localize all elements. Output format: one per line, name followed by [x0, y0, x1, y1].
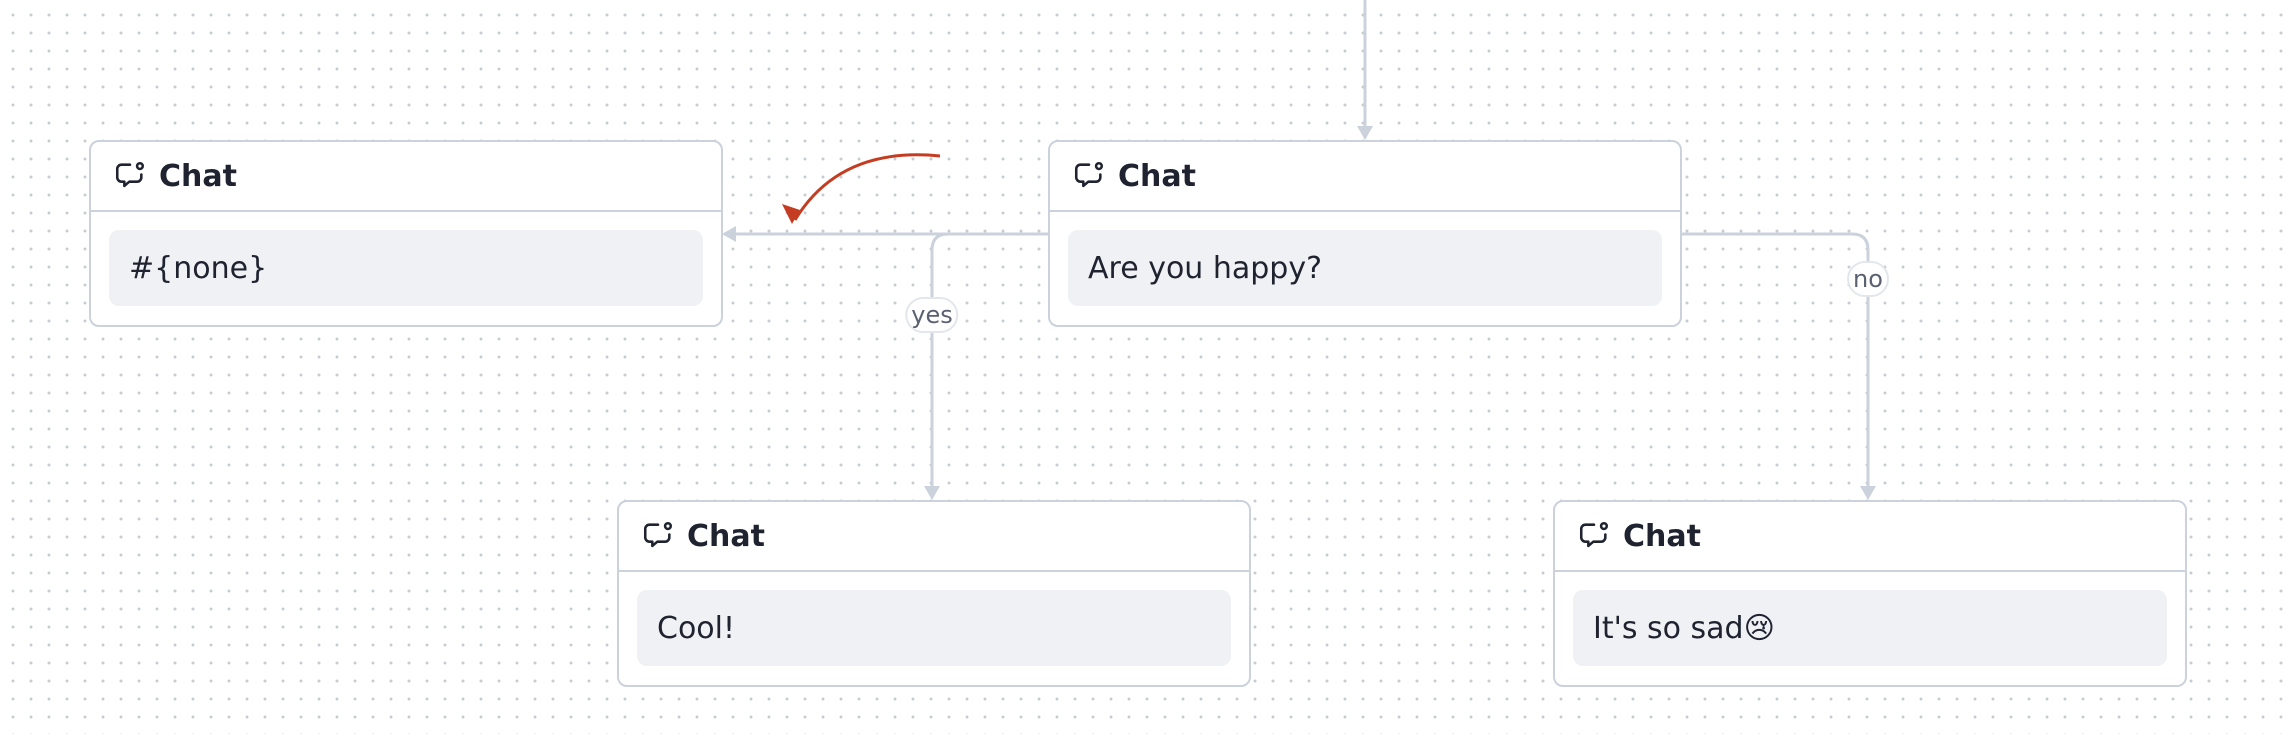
node-message[interactable]: Cool! — [637, 590, 1231, 666]
edge-fallback-arrowhead — [722, 226, 736, 242]
chat-node-yes[interactable]: Chat Cool! — [617, 500, 1251, 687]
chat-bubble-icon — [643, 521, 673, 548]
edge-label-yes[interactable]: yes — [905, 297, 959, 333]
chat-node-fallback[interactable]: Chat #{none} — [89, 140, 723, 327]
edge-yes-arrowhead — [924, 486, 940, 500]
node-title: Chat — [1118, 158, 1196, 194]
chat-node-no[interactable]: Chat It's so sad😢 — [1553, 500, 2187, 687]
node-header: Chat — [91, 142, 721, 212]
node-message[interactable]: #{none} — [109, 230, 703, 306]
edge-no-arrowhead — [1860, 486, 1876, 500]
annotation-arrow — [793, 153, 941, 221]
chat-bubble-icon — [1074, 161, 1104, 188]
edge-label-no[interactable]: no — [1847, 261, 1889, 297]
chat-bubble-icon — [115, 161, 145, 188]
node-header: Chat — [1555, 502, 2185, 572]
annotation-arrowhead — [782, 204, 800, 224]
node-title: Chat — [1623, 518, 1701, 554]
chat-node-start[interactable]: Chat Are you happy? — [1048, 140, 1682, 327]
edge-start-to-yes[interactable] — [930, 232, 960, 490]
node-message[interactable]: Are you happy? — [1068, 230, 1662, 306]
edge-incoming-arrowhead — [1357, 126, 1373, 140]
node-header: Chat — [1050, 142, 1680, 212]
node-message[interactable]: It's so sad😢 — [1573, 590, 2167, 666]
node-title: Chat — [159, 158, 237, 194]
node-title: Chat — [687, 518, 765, 554]
node-header: Chat — [619, 502, 1249, 572]
chat-bubble-icon — [1579, 521, 1609, 548]
edge-start-to-no[interactable] — [1682, 232, 1870, 490]
